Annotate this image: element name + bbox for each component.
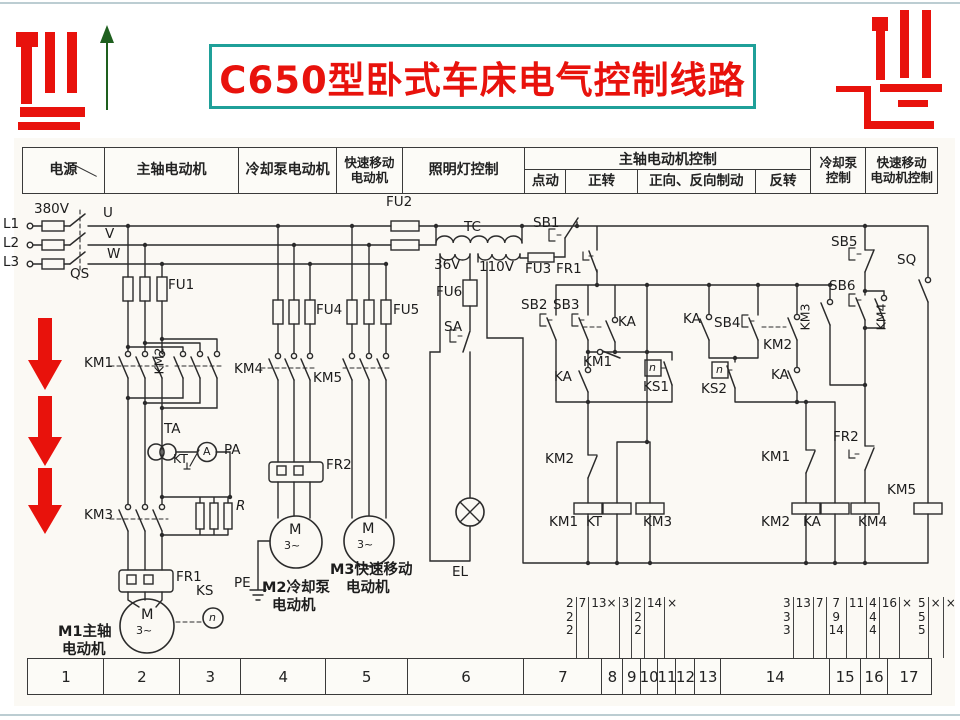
bottom-table-cell-1: 1: [27, 658, 105, 695]
header-cell-power: 电源: [23, 148, 104, 193]
header-cell-brake: 正向、反向制动: [637, 170, 755, 193]
bottom-table-cell-17: 17: [886, 658, 932, 695]
bottom-table-cell-14: 14: [720, 658, 831, 695]
fuse-symbols: [41, 220, 555, 325]
symbol-glyphs: [183, 228, 875, 470]
thermal-relay-heaters: [118, 461, 324, 593]
bottom-table-cell-12: 12: [675, 658, 696, 695]
header-cell-jog: 点动: [531, 172, 559, 189]
header-cell-rapid-motor: 快速移动 电动机: [336, 148, 402, 193]
header-group-spindle-control: 主轴电动机控制 点动 正转 正向、反向制动 反转: [524, 148, 811, 193]
header-cell-pump-control: 冷却泵 控制: [810, 148, 865, 193]
coil-symbols: [573, 502, 943, 515]
bottom-table-cell-11: 11: [657, 658, 678, 695]
lamp-cross: [459, 501, 481, 523]
red-down-arrows: [28, 318, 62, 534]
red-arrow-1: [28, 318, 62, 390]
bottom-table-cell-9: 9: [622, 658, 642, 695]
speed-relay-boxes: [644, 359, 729, 379]
lamp-el-icon: [455, 497, 485, 527]
scanned-diagram-background: [14, 138, 955, 706]
red-arrow-2: [28, 396, 62, 466]
header-label-lamp: 照明灯控制: [428, 162, 499, 179]
bottom-table-cell-15: 15: [828, 658, 862, 695]
header-label-pump-motor: 冷却泵电动机: [245, 162, 330, 179]
header-label-pump-control-1: 冷却泵: [819, 155, 858, 171]
header-label-rapid-motor-2: 电动机: [350, 169, 389, 185]
header-label-rapid-control-2: 电动机控制: [870, 169, 933, 185]
contact-blades: [69, 213, 929, 532]
bottom-table-cell-10: 10: [640, 658, 659, 695]
header-label-rapid-motor-1: 快速移动: [344, 155, 395, 171]
green-up-arrow-icon: [100, 25, 114, 110]
page-title: C650型卧式车床电气控制线路: [219, 58, 746, 102]
junction-dots: [125, 223, 868, 566]
header-label-spindle-control: 主轴电动机控制: [525, 148, 811, 170]
bottom-table-cell-4: 4: [240, 658, 327, 695]
dashed-links: [79, 209, 863, 623]
contact-terminals: [26, 222, 932, 511]
header-label-rapid-control-1: 快速移动: [876, 155, 927, 171]
title-box: C650型卧式车床电气控制线路: [209, 44, 756, 109]
header-label-spindle-motor: 主轴电动机: [136, 162, 207, 179]
header-label-pump-control-2: 控制: [825, 169, 851, 185]
circuit-wires: [26, 209, 943, 654]
motor-and-meter-circles: [119, 441, 485, 654]
slide-bottom-edge: [0, 714, 960, 716]
function-header-table: 电源 主轴电动机 冷却泵电动机 快速移动 电动机 照明灯控制 主轴电动机控制 点…: [22, 147, 938, 194]
header-cell-forward: 正转: [565, 170, 637, 193]
header-cell-spindle-motor: 主轴电动机: [103, 148, 239, 193]
red-arrow-3: [28, 468, 62, 534]
bottom-table-cell-6: 6: [407, 658, 526, 695]
header-label-power: 电源: [49, 162, 78, 179]
bottom-table-cell-2: 2: [103, 658, 181, 695]
header-cell-lamp: 照明灯控制: [401, 148, 525, 193]
bottom-table-cell-3: 3: [178, 658, 242, 695]
header-cell-pump-motor: 冷却泵电动机: [238, 148, 336, 193]
logo-right-icon: [836, 10, 942, 129]
transformer-tc: [435, 235, 523, 261]
bottom-table-cell-7: 7: [523, 658, 603, 695]
bottom-table-cell-5: 5: [324, 658, 409, 695]
bottom-table-cell-8: 8: [600, 658, 624, 695]
bottom-table-cell-13: 13: [693, 658, 722, 695]
header-cell-rapid-control: 快速移动 电动机控制: [865, 148, 937, 193]
resistor-r: [195, 502, 233, 530]
bottom-table-cell-16: 16: [860, 658, 889, 695]
slide-top-edge: [0, 2, 960, 4]
logo-left-icon: [16, 32, 85, 130]
header-cell-reverse: 反转: [754, 170, 811, 193]
